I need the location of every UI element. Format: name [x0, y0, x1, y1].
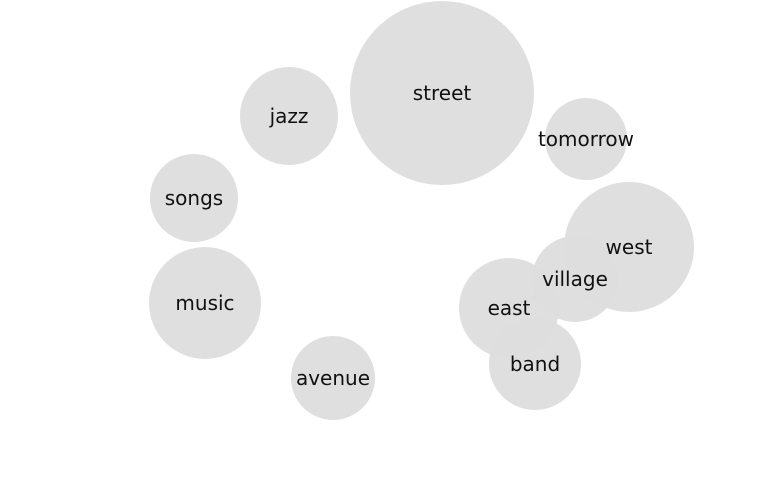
bubble-label-west: west	[606, 235, 653, 259]
bubble-band	[489, 318, 581, 410]
labels-layer: street jazz tomorrow songs west village music e…	[165, 81, 653, 390]
bubble-songs	[150, 154, 238, 242]
bubble-label-avenue: avenue	[296, 366, 370, 390]
bubble-tomorrow	[545, 98, 627, 180]
bubble-label-street: street	[413, 81, 472, 105]
bubble-label-music: music	[175, 291, 234, 315]
bubble-label-east: east	[488, 296, 531, 320]
bubble-avenue	[291, 336, 375, 420]
bubble-label-village: village	[542, 267, 608, 291]
bubble-label-band: band	[510, 352, 560, 376]
bubble-label-songs: songs	[165, 186, 223, 210]
bubble-street	[350, 1, 534, 185]
bubble-music	[149, 247, 261, 359]
bubble-label-tomorrow: tomorrow	[538, 127, 634, 151]
bubbles-layer	[149, 1, 694, 420]
bubble-jazz	[240, 67, 338, 165]
bubble-label-jazz: jazz	[269, 104, 309, 128]
